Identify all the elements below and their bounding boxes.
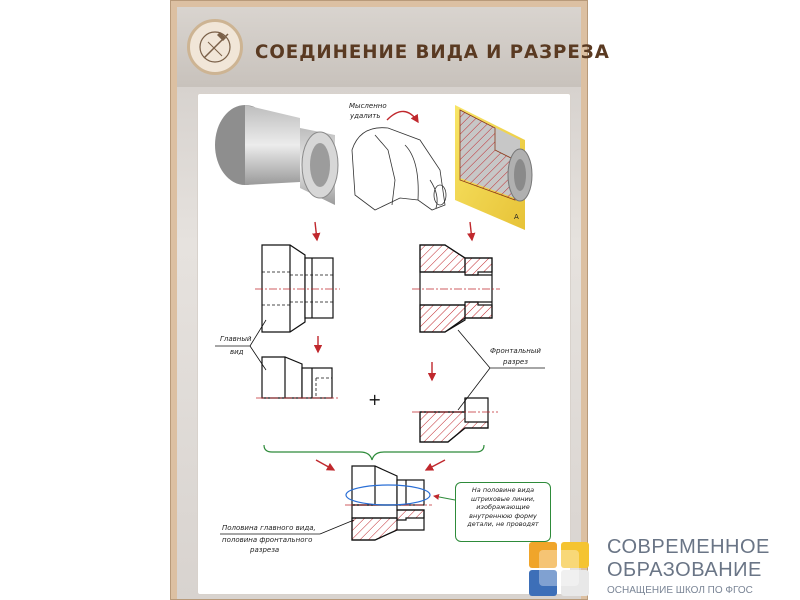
section-mark-label: А	[514, 213, 519, 221]
combined-view-section-drawing	[345, 465, 432, 541]
callout-line1: На половине вида	[471, 486, 535, 494]
wireframe-part-illustration	[351, 127, 447, 211]
main-view-label-line2: вид	[230, 348, 244, 356]
frontal-section-label-line2: разрез	[503, 358, 528, 366]
brand-block: СОВРЕМЕННОЕ ОБРАЗОВАНИЕ ОСНАЩЕНИЕ ШКОЛ П…	[527, 532, 800, 600]
callout-line2: штриховые линии,	[470, 494, 536, 503]
combine-brace	[263, 444, 485, 461]
frontal-section-drawing	[412, 244, 500, 333]
callout-line5: детали, не проводят	[467, 520, 539, 528]
callout-line3: изображающие	[476, 503, 530, 511]
mentally-remove-line2: удалить	[349, 112, 381, 120]
callout-note: На половине вида штриховые линии, изобра…	[455, 482, 551, 542]
drafting-tools-icon	[187, 19, 243, 75]
solid-part-illustration	[215, 105, 339, 205]
main-view-label-line1: Главный	[220, 335, 252, 343]
plus-sign: +	[368, 390, 381, 409]
half-section-drawing	[412, 397, 498, 443]
leader-lines	[215, 319, 545, 535]
sectioned-part-illustration	[455, 105, 533, 230]
brand-line1: СОВРЕМЕННОЕ	[607, 536, 770, 558]
half-label-line1: Половина главного вида,	[222, 524, 316, 532]
arrow-diag-left	[315, 459, 336, 471]
puzzle-logo-icon	[529, 542, 589, 596]
arrow-diag-right	[424, 459, 446, 471]
frontal-section-label-line1: Фронтальный	[490, 347, 541, 355]
mentally-remove-line1: Мысленно	[349, 102, 387, 110]
callout-line4: внутреннюю форму	[469, 511, 537, 520]
poster-header: СОЕДИНЕНИЕ ВИДА И РАЗРЕЗА	[177, 7, 609, 87]
remove-curved-arrow	[386, 110, 419, 124]
arrow-down-2	[467, 221, 476, 242]
main-view-drawing	[255, 244, 340, 333]
brand-line3: ОСНАЩЕНИЕ ШКОЛ ПО ФГОС	[607, 585, 753, 596]
half-main-view-drawing	[256, 356, 340, 399]
callout-pointer	[433, 493, 456, 501]
half-label-line3: разреза	[250, 546, 280, 554]
poster-title: СОЕДИНЕНИЕ ВИДА И РАЗРЕЗА	[255, 41, 610, 63]
arrow-down-1	[312, 221, 321, 242]
half-label-line2: половина фронтального	[222, 536, 313, 544]
brand-line2: ОБРАЗОВАНИЕ	[607, 559, 762, 581]
